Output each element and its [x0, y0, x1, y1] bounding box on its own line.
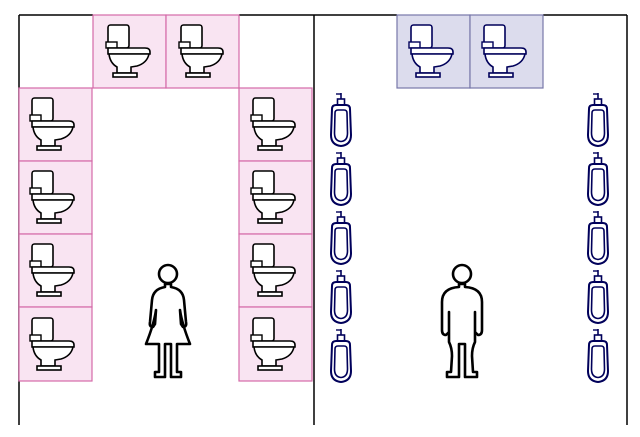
urinal-icon — [330, 151, 352, 206]
urinal-icon — [330, 210, 352, 265]
urinal-icon — [587, 151, 609, 206]
woman-figure-icon — [144, 263, 192, 379]
urinal-icon — [587, 269, 609, 324]
urinal-icon — [330, 92, 352, 147]
urinals-right-column — [587, 92, 609, 383]
urinal-icon — [587, 210, 609, 265]
urinal-icon — [330, 269, 352, 324]
man-figure-icon — [440, 263, 484, 379]
urinal-icon — [587, 92, 609, 147]
urinal-icon — [330, 328, 352, 383]
urinal-icon — [587, 328, 609, 383]
urinals-left-column — [330, 92, 352, 383]
